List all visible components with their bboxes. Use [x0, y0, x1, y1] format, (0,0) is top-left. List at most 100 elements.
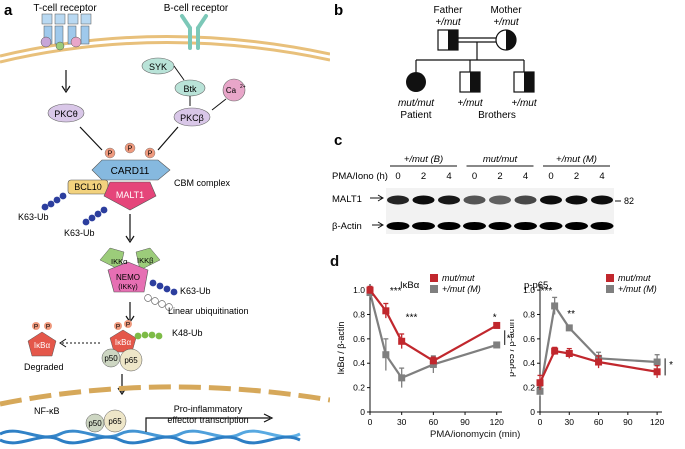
x-tick-label: 90 [460, 417, 470, 427]
linear-ub-chain-icon [144, 294, 173, 311]
k63-ub-chain-nemo-icon [149, 279, 178, 296]
svg-text:P: P [126, 322, 130, 329]
p50-nuclear-label: p50 [88, 419, 102, 428]
data-point [565, 324, 573, 332]
y-tick-label: 0.4 [353, 358, 365, 368]
blot-timepoint-label: 0 [395, 171, 400, 182]
legend-swatch [430, 285, 438, 293]
syk-label: SYK [149, 62, 167, 72]
data-point [382, 351, 390, 359]
y-axis-label: IκBα / β-actin [336, 322, 346, 375]
pkc-beta-node [173, 107, 211, 127]
data-point [536, 387, 544, 395]
degraded-label: Degraded [24, 362, 64, 372]
significance-annotation: ** [507, 333, 512, 344]
ikk-complex-icon [99, 247, 161, 293]
brother1-square-icon [459, 71, 481, 93]
legend-swatch [606, 274, 614, 282]
data-point [536, 379, 544, 387]
blot-timepoint-label: 0 [472, 171, 477, 182]
ikkg-label: (IKKγ) [118, 284, 137, 291]
blot-group-label: +/mut (M) [556, 154, 597, 165]
blot-group-label: mut/mut [483, 154, 518, 165]
actin-band [412, 222, 435, 230]
blot-group-label: +/mut (B) [404, 154, 443, 165]
actin-band [386, 222, 410, 230]
svg-text:P: P [128, 146, 133, 153]
panel-b-pedigree: b Father +/mut Mother +/mut mut/mut Pati… [334, 2, 538, 121]
y-tick-label: 0.2 [523, 383, 535, 393]
panel-c-western-blot: c +/mut (B)mut/mut+/mut (M) PMA/Iono (h)… [332, 132, 634, 234]
blot-timepoint-label: 0 [548, 171, 553, 182]
actin-band [437, 222, 461, 230]
phospho-icons-degraded: P P [32, 322, 52, 331]
y-tick-label: 0 [530, 407, 535, 417]
nfkb-label: NF-κB [34, 406, 60, 416]
malt1-band [438, 195, 460, 205]
linear-ub-label: Linear ubiquitination [168, 306, 249, 316]
x-tick-label: 0 [538, 417, 543, 427]
calcium-label: Ca [226, 86, 237, 95]
y-tick-label: 1.0 [523, 285, 535, 295]
malt1-band [514, 195, 537, 205]
degraded-ikba-label: IκBα [34, 341, 51, 350]
x-tick-label: 0 [368, 417, 373, 427]
svg-text:P: P [34, 324, 38, 331]
k63-ub-label-2: K63-Ub [64, 228, 95, 238]
chart-title: IκBα [400, 280, 420, 291]
father-square-icon [437, 29, 459, 51]
pkc-theta-label: PKCθ [54, 109, 78, 119]
pkc-beta-label: PKCβ [180, 113, 204, 123]
blot-timepoint-label: 4 [446, 171, 451, 182]
malt1-shape [103, 181, 157, 211]
significance-annotation: *** [541, 286, 553, 297]
legend-label: +/mut (M) [618, 284, 657, 294]
data-point [653, 358, 661, 366]
tcr-receptor-icon [40, 13, 92, 51]
k48-ub-chain-icon [134, 331, 163, 340]
data-point [382, 307, 390, 315]
dna-helix-icon [0, 429, 301, 445]
y-tick-label: 1.0 [353, 285, 365, 295]
k63-ub-label-1: K63-Ub [18, 212, 49, 222]
malt1-band [591, 195, 613, 205]
brother2-square-icon [513, 71, 535, 93]
malt1-label: MALT1 [116, 190, 144, 200]
x-tick-label: 120 [650, 417, 664, 427]
y-tick-label: 0.2 [353, 383, 365, 393]
mother-genotype: +/mut [493, 17, 520, 28]
actin-row-label: β-Actin [332, 221, 362, 232]
card11-label: CARD11 [111, 166, 150, 177]
legend-label: mut/mut [442, 273, 475, 283]
data-point [595, 358, 603, 366]
shared-x-axis-label: PMA/ionomycin (min) [430, 429, 521, 440]
ikka-label: IKKα [111, 257, 128, 266]
actin-band [514, 222, 537, 230]
panel-b-letter: b [334, 2, 343, 19]
significance-annotation: * [669, 360, 673, 371]
cbm-complex-label: CBM complex [174, 178, 231, 188]
actin-band [590, 222, 614, 230]
x-tick-label: 30 [397, 417, 407, 427]
significance-annotation: * [493, 313, 497, 324]
data-point [565, 349, 573, 357]
panel-d-letter: d [330, 253, 340, 270]
p65-shape [119, 348, 143, 372]
y-axis-label: p-p65 / β-actin [510, 319, 516, 377]
phospho-icons-card11: P P P [104, 142, 156, 159]
bcr-label: B-cell receptor [164, 3, 229, 14]
tcr-label: T-cell receptor [33, 3, 97, 14]
malt1-band [387, 195, 409, 205]
actin-band [488, 222, 512, 230]
p65-label: p65 [124, 356, 138, 365]
data-point [493, 341, 501, 349]
x-tick-label: 90 [623, 417, 633, 427]
x-tick-label: 120 [490, 417, 504, 427]
panel-a-diagram: a T-cell receptor B-cell receptor SYK Bt… [0, 2, 330, 445]
plasma-membrane-outer [0, 34, 330, 58]
blot-timepoint-label: 4 [599, 171, 604, 182]
nemo-label: NEMO [116, 273, 140, 282]
k48-ub-label: K48-Ub [172, 328, 203, 338]
actin-band [539, 222, 563, 230]
